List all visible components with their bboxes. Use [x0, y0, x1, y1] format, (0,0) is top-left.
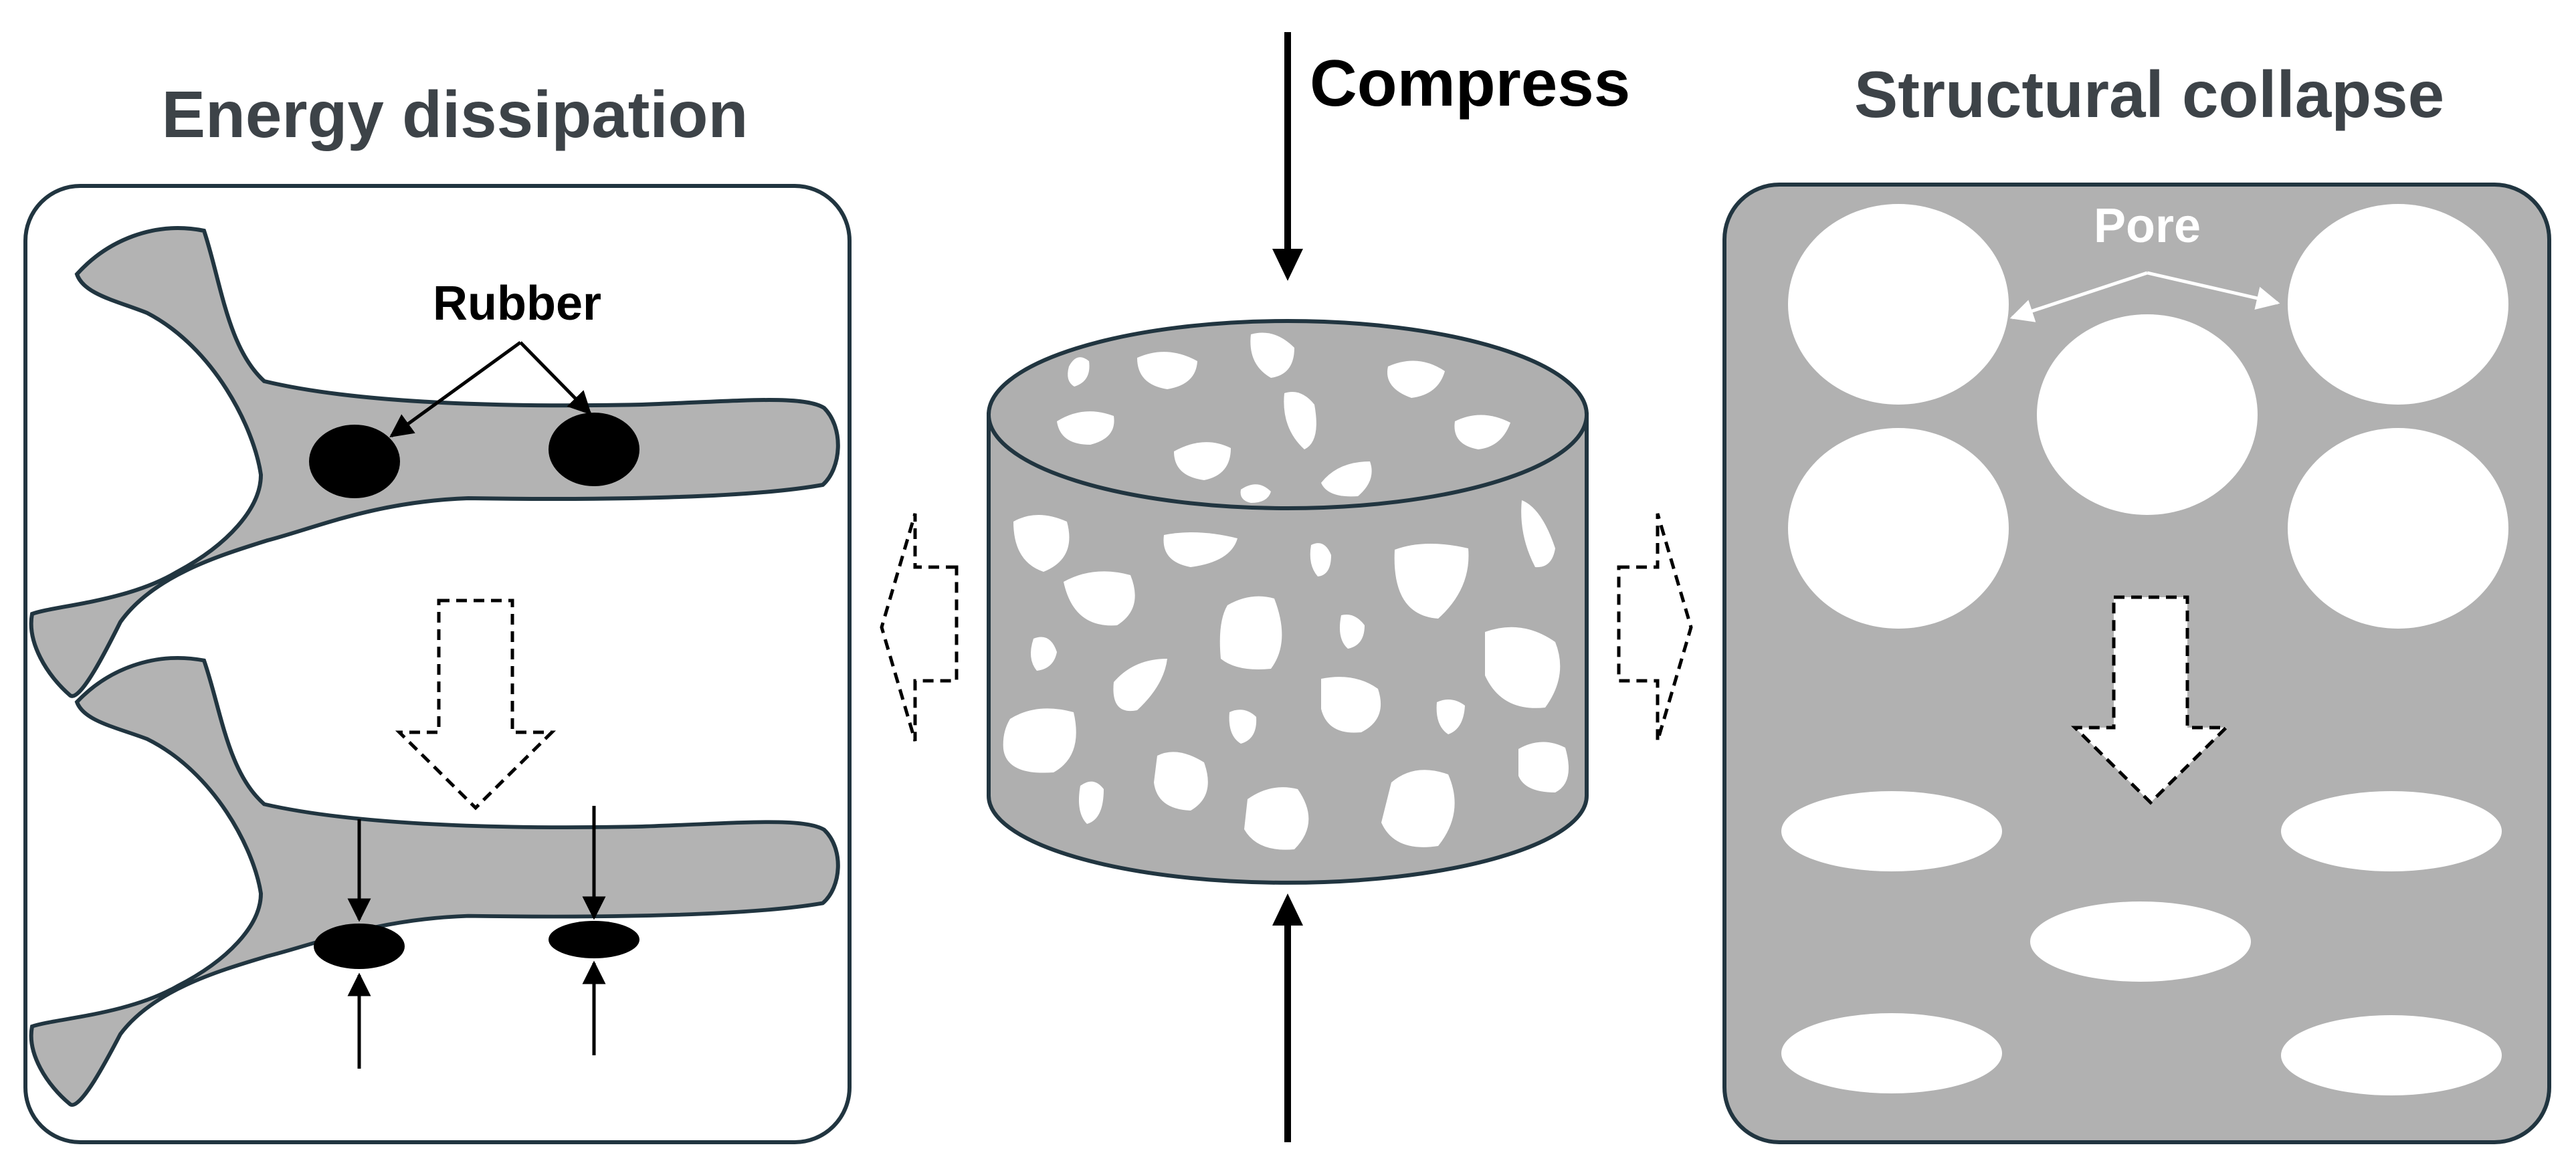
- pore: [1788, 204, 2009, 405]
- dashed-arrow-to-left: [880, 513, 959, 742]
- collapsed-pore: [1781, 791, 2002, 871]
- top-face-pores: [1057, 332, 1510, 503]
- rubber-particle: [309, 425, 400, 498]
- fiber-after-compression: [29, 656, 840, 1107]
- fiber-before-compression: [29, 226, 840, 698]
- dashed-arrow-to-right: [1617, 513, 1693, 742]
- compress-arrow-top: [1272, 32, 1303, 281]
- right-panel-title: Structural collapse: [1854, 58, 2444, 131]
- collapsed-pore: [1781, 1013, 2002, 1093]
- pores-collapsed: [1781, 791, 2502, 1095]
- rubber-pointer-arrows: [389, 340, 592, 438]
- dashed-down-arrow-left: [395, 599, 557, 811]
- collapsed-pore: [2281, 1015, 2502, 1095]
- pore-label: Pore: [2094, 199, 2201, 253]
- dashed-down-arrow-right: [2070, 595, 2231, 805]
- compressed-rubber-particle: [314, 924, 405, 969]
- collapsed-pore: [2281, 791, 2502, 871]
- compression-arrows-small: [347, 806, 606, 1069]
- side-pores: [1003, 500, 1569, 850]
- pores-intact: [1788, 204, 2508, 629]
- compressed-rubber-particle: [549, 921, 639, 958]
- pore-pointer-arrows: [2009, 271, 2280, 322]
- porous-cylinder: [987, 319, 1589, 885]
- compress-label: Compress: [1310, 46, 1630, 120]
- left-panel-title: Energy dissipation: [162, 78, 749, 151]
- pore: [2288, 428, 2508, 629]
- rubber-label: Rubber: [433, 277, 601, 330]
- rubber-particle: [549, 413, 639, 486]
- pore: [2037, 314, 2258, 515]
- pore: [2288, 204, 2508, 405]
- compress-arrow-bottom: [1272, 893, 1303, 1142]
- collapsed-pore: [2030, 901, 2251, 982]
- pore: [1788, 428, 2009, 629]
